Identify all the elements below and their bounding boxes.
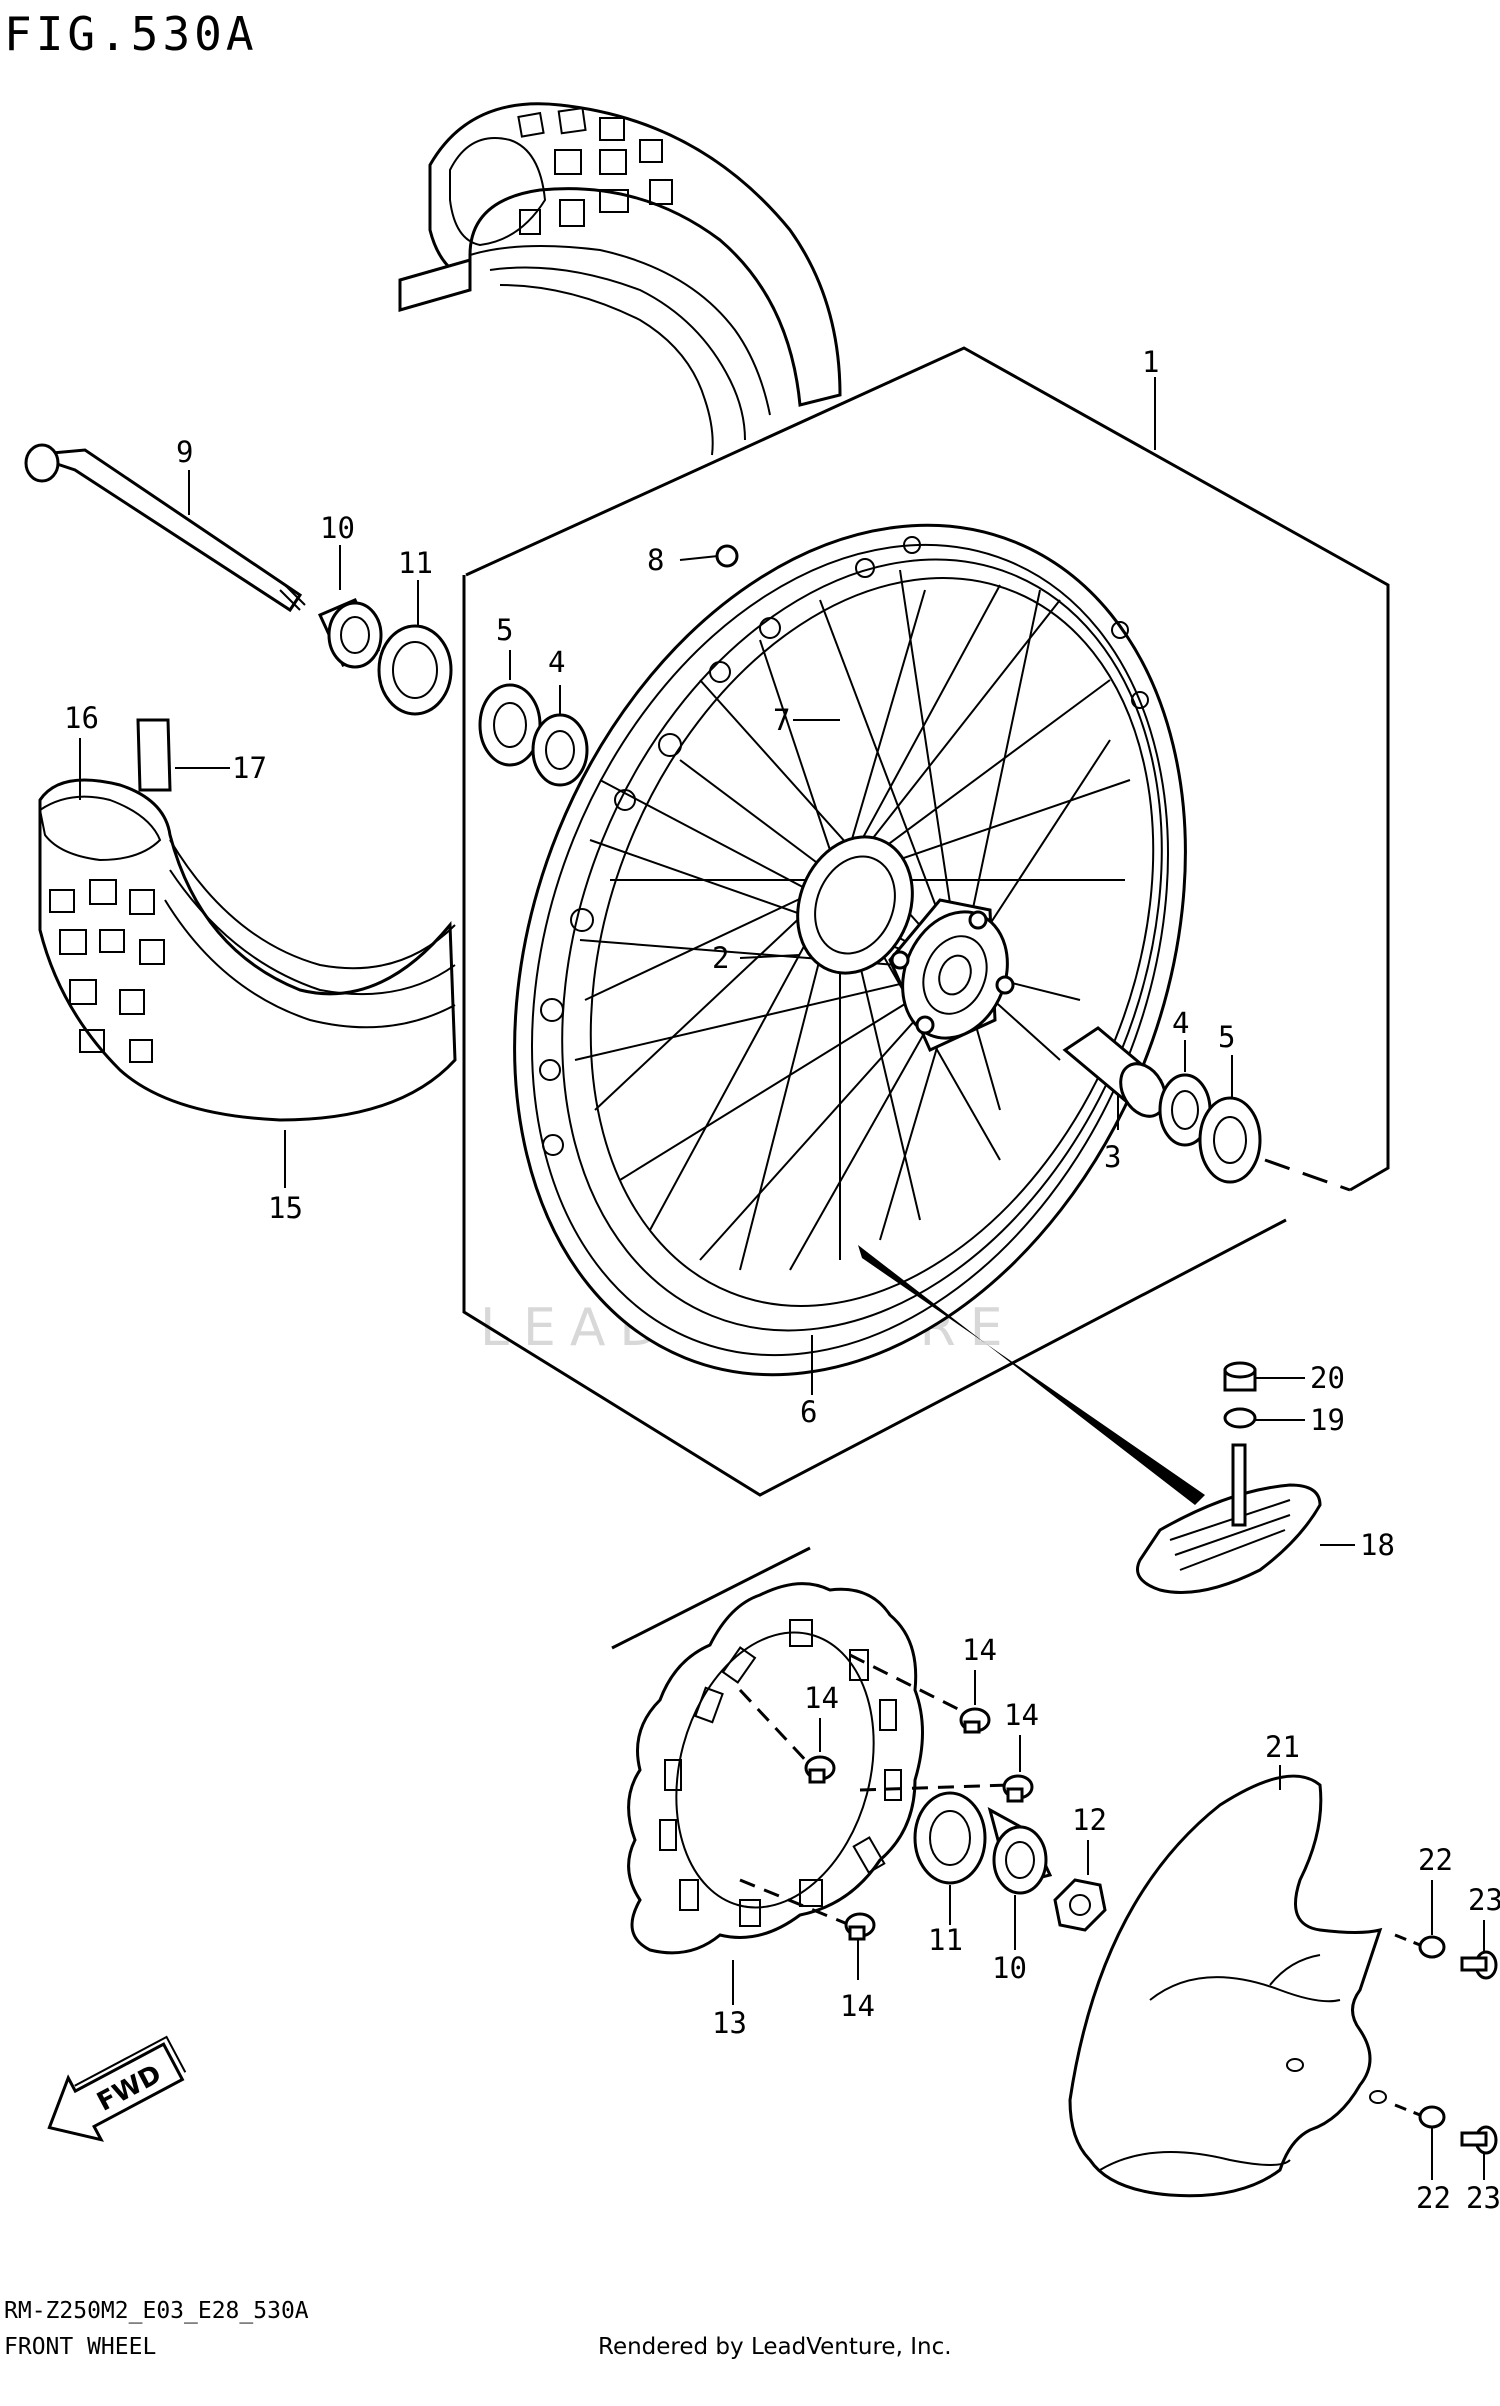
callout-7: 7: [773, 703, 790, 737]
bolt-icon: [1460, 2125, 1498, 2155]
callout-22b: 22: [1416, 2181, 1451, 2215]
callout-18: 18: [1360, 1528, 1395, 1562]
rim-lock-pointer: [858, 1245, 1205, 1505]
callout-6: 6: [800, 1395, 817, 1429]
callouts: 1 9 10 11 8 5 4 7 16 17 2 4 5 3 15 6 20 …: [64, 345, 1500, 2215]
collar-top: [317, 598, 383, 669]
seal-bearing-right: [1158, 1073, 1262, 1184]
bolt-icon: [959, 1707, 991, 1734]
tire-upper: [398, 102, 842, 456]
tire-lower: [38, 718, 457, 1122]
callout-4: 4: [548, 645, 565, 679]
callout-14c: 14: [1004, 1698, 1039, 1732]
callout-4b: 4: [1172, 1006, 1189, 1040]
callout-23a: 23: [1468, 1883, 1500, 1917]
callout-17: 17: [232, 751, 267, 785]
callout-2: 2: [712, 941, 729, 975]
callout-11: 11: [398, 546, 433, 580]
front-axle: [24, 443, 306, 613]
spoke-nipple: [715, 544, 739, 568]
disc-frame: [611, 1546, 811, 1650]
wheel-assembly-outline-dash: [1264, 1158, 1351, 1192]
fender-fasteners: [1394, 1933, 1498, 2155]
callout-5b: 5: [1218, 1020, 1235, 1054]
callout-11b: 11: [928, 1923, 963, 1957]
front-fender: [1068, 1774, 1387, 2198]
section-name: FRONT WHEEL: [4, 2334, 156, 2360]
wheel-assembly-outline: [462, 346, 1390, 1497]
bolt-icon: [1460, 1950, 1498, 1980]
oil-seal-top: [377, 624, 453, 716]
rim-lock: [1136, 1361, 1322, 1594]
spacer: [1062, 1026, 1167, 1118]
callout-14d: 14: [840, 1989, 875, 2023]
callout-10: 10: [320, 511, 355, 545]
disc-bolts: [738, 1653, 1034, 1941]
callout-14b: 14: [804, 1681, 839, 1715]
leader-lines: [79, 377, 1485, 2180]
callout-13: 13: [712, 2006, 747, 2040]
callout-23b: 23: [1466, 2181, 1500, 2215]
callout-3: 3: [1104, 1140, 1121, 1174]
callout-22a: 22: [1418, 1843, 1453, 1877]
fwd-arrow-icon: FWD: [47, 2035, 187, 2142]
collar-lower: [987, 1806, 1053, 1895]
callout-5: 5: [496, 613, 513, 647]
callout-12: 12: [1072, 1803, 1107, 1837]
oil-seal-lower: [913, 1791, 987, 1885]
callout-8: 8: [647, 543, 664, 577]
callout-16: 16: [64, 701, 99, 735]
model-code: RM-Z250M2_E03_E28_530A: [4, 2298, 309, 2324]
callout-19: 19: [1310, 1403, 1345, 1437]
callout-21: 21: [1265, 1730, 1300, 1764]
bolt-icon: [1002, 1774, 1034, 1803]
render-credit: Rendered by LeadVenture, Inc.: [598, 2334, 952, 2360]
callout-20: 20: [1310, 1361, 1345, 1395]
callout-10b: 10: [992, 1951, 1027, 1985]
front-hub: [796, 835, 1015, 1052]
rim-holes: [539, 536, 1149, 1156]
figure-title: FIG.530A: [4, 7, 258, 61]
axle-nut: [1053, 1878, 1107, 1932]
callout-9: 9: [176, 435, 193, 469]
callout-1: 1: [1142, 345, 1159, 379]
bolt-icon: [804, 1755, 836, 1784]
callout-15: 15: [268, 1191, 303, 1225]
bolt-icon: [844, 1912, 876, 1941]
callout-14a: 14: [962, 1633, 997, 1667]
seal-bearing-left: [478, 683, 589, 787]
brake-disc: [627, 1582, 924, 1955]
